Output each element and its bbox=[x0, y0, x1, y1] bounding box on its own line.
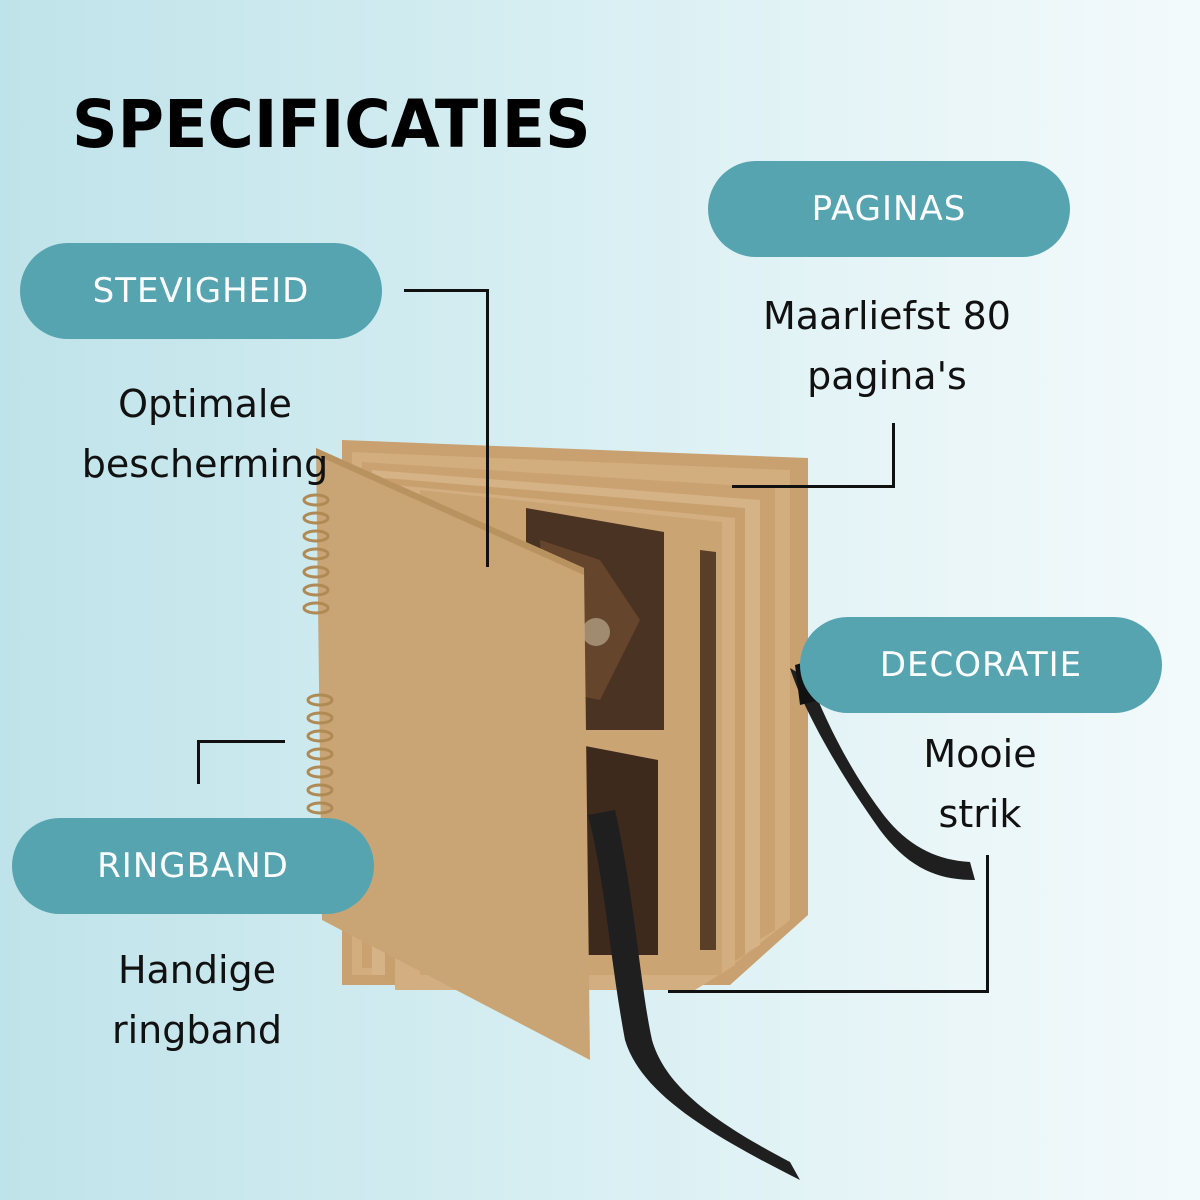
stevigheid-connector-h bbox=[404, 289, 488, 292]
stevigheid-line2: bescherming bbox=[81, 442, 329, 486]
paginas-connector-v bbox=[892, 423, 895, 487]
ringband-connector-h bbox=[197, 740, 285, 743]
ringband-description: Handige ringband bbox=[22, 940, 372, 1060]
stevigheid-description: Optimale bescherming bbox=[30, 374, 380, 494]
decoratie-connector-h bbox=[668, 990, 989, 993]
decoratie-description: Mooie strik bbox=[830, 724, 1130, 844]
ringband-label: RINGBAND bbox=[97, 846, 289, 886]
ringband-connector-v bbox=[197, 740, 200, 784]
decoratie-line1: Mooie bbox=[923, 732, 1037, 776]
photo-edge bbox=[700, 550, 716, 950]
page-title: SPECIFICATIES bbox=[72, 86, 591, 163]
paginas-pill: PAGINAS bbox=[708, 161, 1070, 257]
decoratie-connector-v bbox=[986, 855, 989, 993]
decoratie-label: DECORATIE bbox=[879, 645, 1083, 685]
ribbon-left bbox=[588, 810, 800, 1180]
decoratie-pill: DECORATIE bbox=[800, 617, 1162, 713]
ringband-pill: RINGBAND bbox=[12, 818, 374, 914]
ringband-line1: Handige bbox=[117, 948, 277, 992]
paginas-label: PAGINAS bbox=[811, 189, 967, 229]
album-front-cover bbox=[316, 448, 590, 1060]
paginas-line2: pagina's bbox=[807, 354, 967, 398]
stevigheid-connector-v bbox=[486, 289, 489, 567]
stevigheid-line1: Optimale bbox=[118, 382, 292, 426]
album-cover-edge bbox=[316, 448, 584, 575]
paginas-connector-h bbox=[732, 485, 895, 488]
paginas-line1: Maarliefst 80 bbox=[763, 294, 1011, 338]
decoratie-line2: strik bbox=[938, 792, 1022, 836]
photo-detail bbox=[582, 618, 610, 646]
ringband-line2: ringband bbox=[112, 1008, 282, 1052]
stevigheid-label: STEVIGHEID bbox=[92, 271, 310, 311]
paginas-description: Maarliefst 80 pagina's bbox=[712, 286, 1062, 406]
stevigheid-pill: STEVIGHEID bbox=[20, 243, 382, 339]
ring-binding bbox=[302, 493, 334, 815]
